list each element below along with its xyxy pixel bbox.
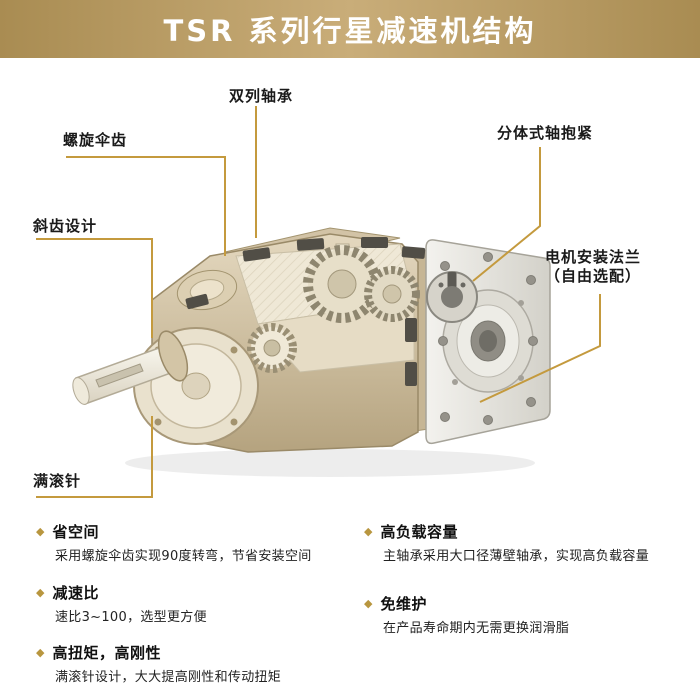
- callout-label-helical-design: 斜齿设计: [33, 217, 98, 235]
- diamond-bullet-icon: ◆: [36, 585, 45, 599]
- callout-label-spiral-bevel-gear: 螺旋伞齿: [63, 131, 128, 149]
- callout-label-motor-flange-line1: 电机安装法兰: [545, 248, 642, 266]
- header-banner: TSR 系列行星减速机结构: [0, 0, 700, 58]
- bearing-blocks: [185, 237, 426, 386]
- callout-line-motor-flange: [479, 294, 601, 403]
- callout-label-double-row-bearing: 双列轴承: [229, 87, 294, 105]
- diamond-bullet-icon: ◆: [364, 596, 373, 610]
- feature-title: 减速比: [52, 583, 99, 602]
- feature-desc: 主轴承采用大口径薄壁轴承，实现高负载容量: [383, 549, 650, 564]
- flange-bolt-holes: [438, 252, 538, 425]
- feature-desc: 满滚针设计，大大提高刚性和传动扭矩: [55, 670, 282, 685]
- front-cover-hub: [181, 372, 211, 400]
- feature-desc: 采用螺旋伞齿实现90度转弯，节省安装空间: [55, 549, 312, 564]
- feature-column-right: ◆ 高负载容量 主轴承采用大口径薄壁轴承，实现高负载容量 ◆ 免维护 在产品寿命…: [364, 521, 680, 700]
- feature-desc: 速比3~100，选型更方便: [55, 609, 207, 625]
- shaft-collar: [157, 330, 189, 382]
- side-cover-inner: [189, 279, 225, 301]
- side-gear-teeth: [364, 266, 420, 322]
- feature-high-torque-rigidity: ◆ 高扭矩，高刚性 满滚针设计，大大提高刚性和传动扭矩: [36, 642, 354, 688]
- shaft-keyway: [95, 363, 144, 388]
- gearbox-body: [72, 227, 551, 477]
- callout-line-needle-roller: [36, 416, 153, 498]
- feature-title: 高负载容量: [380, 523, 458, 541]
- side-gear-hub: [382, 284, 402, 304]
- callout-line-spiral-bevel-gear: [66, 156, 226, 256]
- feature-title: 省空间: [52, 523, 99, 541]
- callout-line-split-clamp: [472, 147, 541, 282]
- helical-pinion-hub: [263, 339, 281, 357]
- diamond-bullet-icon: ◆: [36, 525, 45, 538]
- feature-desc: 在产品寿命期内无需更换润滑脂: [383, 620, 570, 636]
- feature-high-load-capacity: ◆ 高负载容量 主轴承采用大口径薄壁轴承，实现高负载容量: [364, 521, 680, 567]
- feature-title: 高扭矩，高刚性: [52, 644, 161, 662]
- feature-maintenance-free: ◆ 免维护 在产品寿命期内无需更换润滑脂: [364, 593, 680, 639]
- callout-lines: [36, 106, 601, 498]
- feature-list: ◆ 省空间 采用螺旋伞齿实现90度转弯，节省安装空间 ◆ 减速比 速比3~100…: [0, 521, 700, 700]
- bevel-gear-hub: [327, 269, 357, 299]
- motor-flange: [425, 239, 551, 445]
- callout-label-motor-flange-line2: （自由选配）: [545, 266, 642, 285]
- callout-label-needle-roller: 满滚针: [33, 472, 82, 490]
- callout-line-helical-design: [36, 238, 153, 338]
- input-shaft: [72, 330, 189, 405]
- ground-shadow: [125, 449, 535, 477]
- diamond-bullet-icon: ◆: [36, 646, 45, 659]
- callout-label-motor-flange: 电机安装法兰 （自由选配）: [545, 248, 641, 286]
- page-title: TSR 系列行星减速机结构: [163, 14, 537, 48]
- feature-column-left: ◆ 省空间 采用螺旋伞齿实现90度转弯，节省安装空间 ◆ 减速比 速比3~100…: [36, 521, 354, 700]
- diamond-bullet-icon: ◆: [364, 525, 373, 538]
- callout-label-split-clamp: 分体式轴抱紧: [497, 124, 594, 142]
- feature-reduction-ratio: ◆ 减速比 速比3~100，选型更方便: [36, 582, 354, 628]
- feature-space-saving: ◆ 省空间 采用螺旋伞齿实现90度转弯，节省安装空间: [36, 521, 354, 567]
- helical-pinion-teeth: [247, 323, 297, 373]
- split-shaft-clamp: [426, 271, 478, 323]
- feature-title: 免维护: [380, 594, 427, 613]
